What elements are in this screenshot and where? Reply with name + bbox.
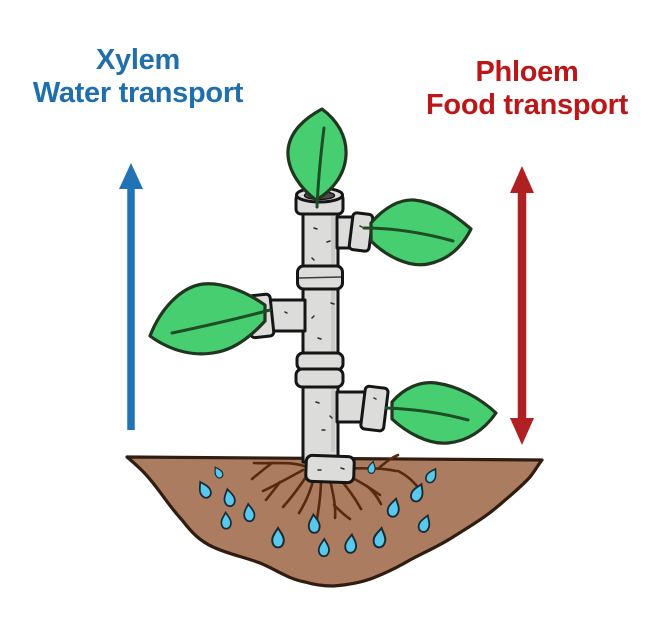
up-arrowhead-icon <box>510 166 534 193</box>
phloem-arrow <box>510 166 534 445</box>
lower-right-cap <box>359 384 390 433</box>
upper-right-leaf-vein <box>362 226 455 243</box>
lower-right-leaf-vein <box>384 406 470 422</box>
phloem-subtitle: Food transport <box>425 89 628 121</box>
up-arrowhead-icon <box>119 163 143 189</box>
upper-right-leaf <box>362 198 473 267</box>
top-leaf-vein <box>315 126 326 209</box>
lower-right-leaf <box>384 381 498 445</box>
left-leaf-vein <box>170 308 272 335</box>
xylem-arrow <box>119 163 143 430</box>
xylem-subtitle: Water transport <box>32 77 244 109</box>
soil-mound <box>125 455 544 588</box>
xylem-label: Xylem Water transport <box>28 44 248 110</box>
pipe-plant <box>148 107 498 485</box>
phloem-label: Phloem Food transport <box>417 56 637 122</box>
pipe-coupling-2 <box>294 351 345 389</box>
base-coupling <box>304 453 356 485</box>
pipe-coupling-1 <box>296 264 344 291</box>
left-leaf <box>148 282 272 356</box>
pipe-speckles <box>284 225 377 471</box>
phloem-title: Phloem <box>475 56 579 88</box>
xylem-title: Xylem <box>96 44 180 76</box>
top-leaf <box>286 107 348 209</box>
down-arrowhead-icon <box>510 418 534 445</box>
